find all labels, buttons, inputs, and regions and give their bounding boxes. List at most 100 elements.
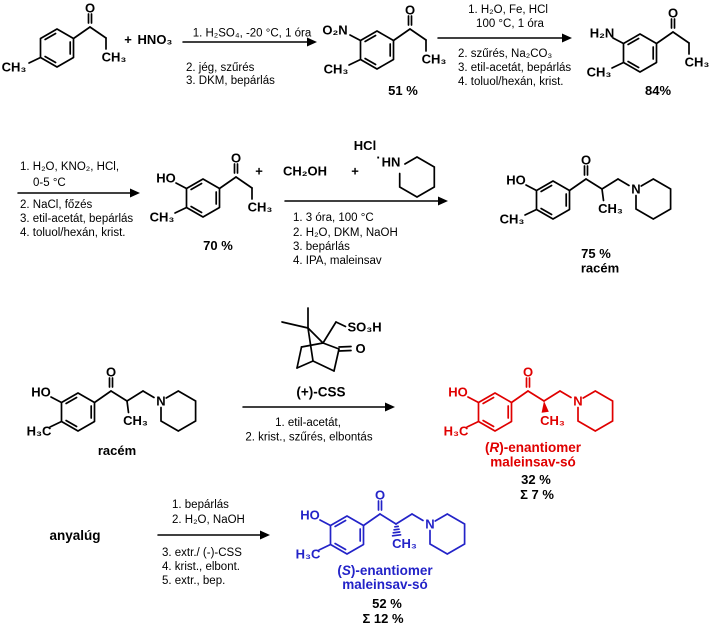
atom-label-o: O — [375, 488, 385, 503]
atom-label-n: N — [573, 394, 582, 409]
atom-label-ho: HO — [31, 385, 51, 400]
reaction-arrow-2: 1. H₂O, Fe, HCl 100 °C, 1 óra 2. szűrés,… — [437, 4, 572, 88]
condition-line: 2. H₂O, NaOH — [172, 514, 245, 526]
atom-label-ch3: CH₃ — [392, 536, 417, 551]
css-label: (+)-CSS — [296, 385, 345, 400]
bonds — [281, 307, 352, 372]
atom-label-ho: HO — [506, 173, 526, 188]
atom-label-ch3: CH₃ — [422, 52, 447, 67]
condition-line: 100 °C, 1 óra — [476, 18, 544, 30]
salt-dot: · — [376, 150, 380, 165]
atom-label-h3c: H₃C — [444, 424, 469, 439]
reagent-hno3: HNO₃ — [138, 32, 173, 47]
atom-label-ch3: CH₃ — [248, 200, 273, 215]
condition-line: 1. H₂SO₄, -20 °C, 1 óra — [193, 28, 312, 40]
condition-line: 2. jég, szűrés — [186, 62, 255, 74]
atom-label-ch3: CH₃ — [587, 65, 612, 80]
r-enantiomer-label: (R)-enantiomer — [485, 440, 582, 455]
atom-label-n: N — [631, 182, 640, 197]
hash-bond — [391, 525, 402, 537]
condition-line: 2. NaCl, főzés — [20, 199, 92, 211]
atom-label-o: O — [405, 3, 415, 18]
wedge-bond — [541, 401, 549, 413]
molecule-racemate-2: HO H₃C O CH₃ N — [27, 365, 197, 439]
molecule-tolperisone-racemate: HO CH₃ O CH₃ N — [500, 153, 672, 227]
reaction-arrow-6: 1. bepárlás 2. H₂O, NaOH 3. extr./ (-)-C… — [157, 499, 270, 587]
racemate-label-2: racém — [98, 443, 136, 458]
benzene-ring — [477, 392, 513, 432]
reaction-arrow-1: 1. H₂SO₄, -20 °C, 1 óra 2. jég, szűrés 3… — [182, 28, 317, 87]
atom-label-o: O — [523, 365, 533, 380]
atom-label-o: O — [581, 153, 591, 168]
condition-line: 2. szűrés, Na₂CO₃ — [458, 48, 552, 60]
benzene-ring — [185, 178, 221, 218]
molecule-s-enantiomer: HO H₃C O CH₃ N — [296, 488, 466, 562]
condition-line: 1. 3 óra, 100 °C — [293, 212, 374, 224]
molecule-phenol-ketone: HO CH₃ O CH₃ — [150, 151, 273, 225]
atom-label-o: O — [106, 365, 116, 380]
s-salt-label: maleinsav-só — [342, 577, 428, 592]
atom-label-hn: HN — [382, 155, 401, 170]
atom-label-ho: HO — [300, 508, 320, 523]
condition-line: 3. DKM, bepárlás — [186, 75, 275, 87]
condition-line: 4. IPA, maleinsav — [293, 255, 382, 267]
atom-label-so3h: SO₃H — [348, 320, 382, 335]
condition-line: 3. etil-acetát, bepárlás — [458, 62, 571, 74]
yield-step2: 84% — [645, 83, 671, 98]
atom-label-n: N — [425, 517, 434, 532]
atom-label-ch3: CH₃ — [2, 60, 27, 75]
condition-line: 1. H₂O, KNO₂, HCl, — [20, 161, 119, 173]
atom-label-o: O — [668, 6, 678, 21]
piperidine-ring — [577, 390, 614, 432]
racemate-label: racém — [581, 261, 619, 276]
bonds — [49, 377, 155, 428]
condition-line: 4. toluol/hexán, krist. — [458, 76, 563, 88]
atom-label-ch3: CH₃ — [324, 62, 349, 77]
condition-line: 2. H₂O, DKM, NaOH — [293, 227, 398, 239]
yield-step3: 70 % — [203, 238, 233, 253]
atom-label-ch3: CH₃ — [540, 413, 565, 428]
reagent-ch2oh: CH₂OH — [283, 164, 327, 179]
atom-label-ho: HO — [156, 171, 176, 186]
reagent-hcl: HCl — [354, 138, 376, 153]
molecule-4-methylpropiophenone: CH₃ O CH₃ — [2, 1, 127, 75]
yield-step4: 75 % — [581, 246, 611, 261]
piperidine-ring — [160, 390, 197, 432]
bonds — [524, 165, 630, 216]
stereo-bond — [126, 400, 130, 414]
atom-label-o2n: O₂N — [322, 23, 347, 38]
condition-line: 3. extr./ (-)-CSS — [162, 547, 242, 559]
mother-liquor-label: anyalúg — [49, 528, 100, 543]
atom-label-ch3: CH₃ — [500, 212, 525, 227]
condition-line: 3. etil-acetát, bepárlás — [20, 213, 133, 225]
atom-label-h3c: H₃C — [296, 547, 321, 562]
condition-line: 1. etil-acetát, — [275, 417, 341, 429]
reaction-arrow-4: 1. 3 óra, 100 °C 2. H₂O, DKM, NaOH 3. be… — [284, 196, 448, 267]
plus-sign: + — [351, 164, 359, 179]
atom-label-ch3: CH₃ — [685, 55, 710, 70]
condition-line: 4. toluol/hexán, krist. — [20, 227, 125, 239]
atom-label-ch3: CH₃ — [150, 210, 175, 225]
benzene-ring — [622, 33, 658, 73]
reaction-arrow-5: 1. etil-acetát, 2. krist., szűrés, elbon… — [242, 402, 395, 444]
plus-sign: + — [255, 164, 263, 179]
piperidine-ring — [398, 156, 436, 198]
benzene-ring — [39, 28, 75, 68]
atom-label-o: O — [231, 151, 241, 166]
benzene-ring — [60, 392, 96, 432]
atom-label-h2n: H₂N — [590, 26, 615, 41]
molecule-camphorsulfonic-acid: SO₃H O — [281, 307, 382, 372]
molecule-r-enantiomer: HO H₃C O CH₃ N — [444, 365, 614, 439]
molecule-nitro-ketone: O₂N CH₃ O CH₃ — [322, 3, 446, 77]
reaction-arrow-3: 1. H₂O, KNO₂, HCl, 0-5 °C 2. NaCl, főzés… — [17, 161, 140, 239]
piperidine-ring — [429, 513, 466, 555]
atom-label-h3c: H₃C — [27, 424, 52, 439]
r-yield: 32 % — [521, 472, 551, 487]
benzene-ring — [535, 180, 571, 220]
condition-line: 0-5 °C — [33, 177, 66, 189]
atom-label-ch3: CH₃ — [598, 201, 623, 216]
yield-step1: 51 % — [388, 83, 418, 98]
atom-label-o: O — [85, 1, 95, 16]
condition-line: 1. bepárlás — [172, 499, 229, 511]
